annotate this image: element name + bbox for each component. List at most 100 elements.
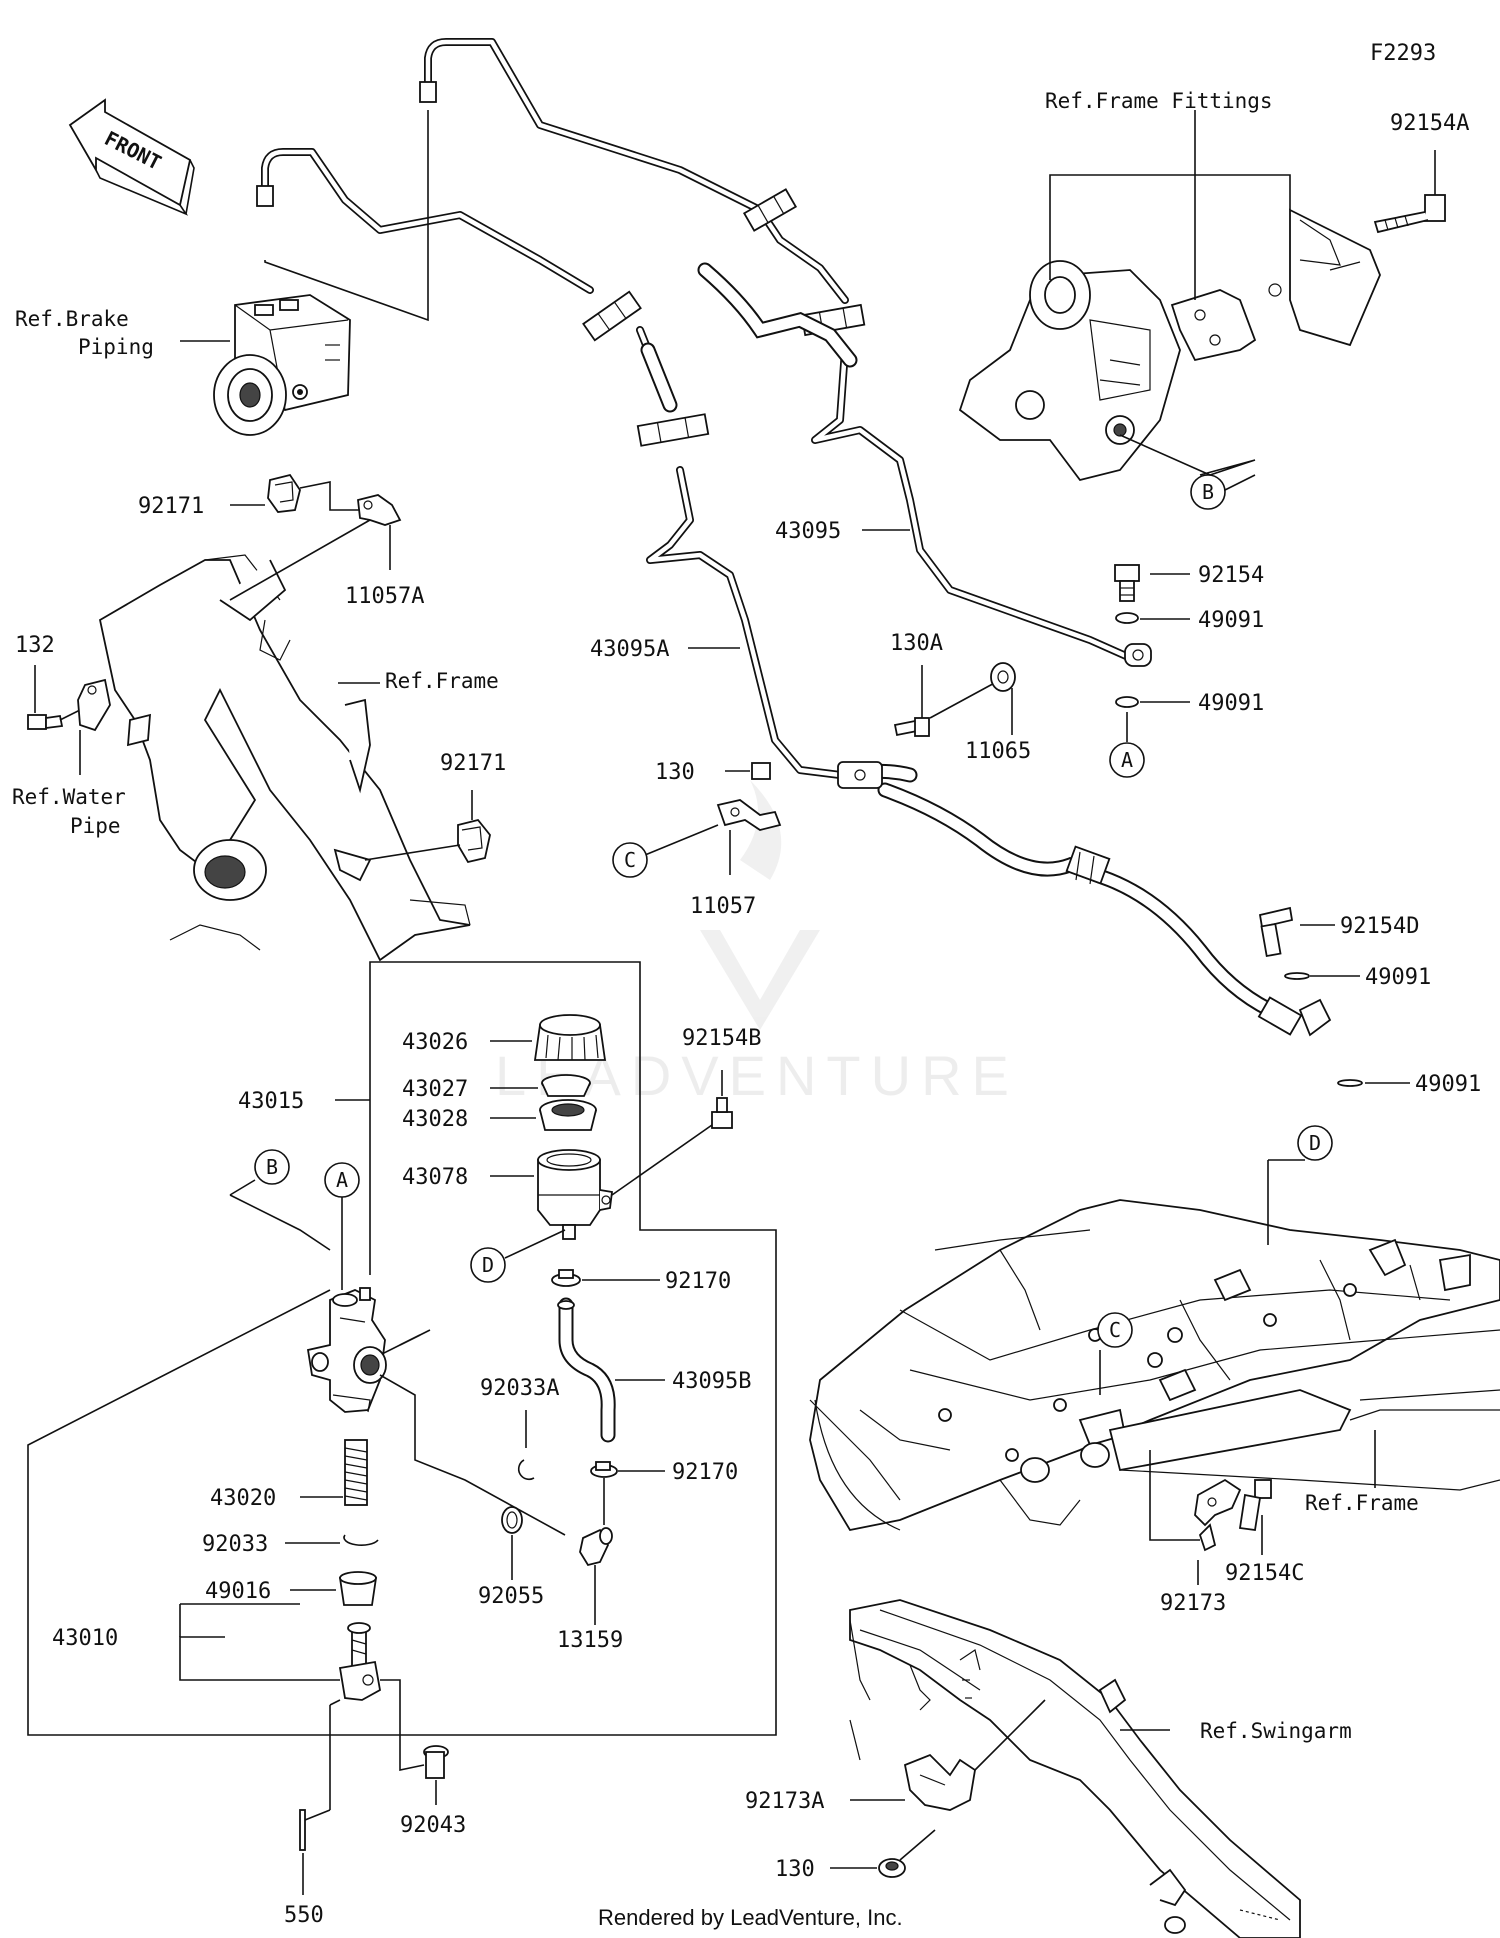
- hose-43095B: [557, 1297, 665, 1443]
- svg-text:D: D: [482, 1253, 494, 1277]
- bolt-92154D: [1258, 906, 1335, 958]
- clip-92171-top: [230, 473, 301, 513]
- label-92154D: 92154D: [1340, 914, 1419, 939]
- callout-A-upper: A: [1109, 742, 1145, 778]
- bolt-92154: [1114, 564, 1140, 602]
- frame-fittings-assembly: [958, 208, 1381, 482]
- washer-49091-d: [1337, 1079, 1363, 1087]
- bolt-130-top: [725, 762, 771, 780]
- label-92154: 92154: [1198, 563, 1264, 588]
- washer-49091-c: [1284, 972, 1310, 980]
- label-43078: 43078: [402, 1165, 468, 1190]
- abs-leader: [264, 110, 429, 322]
- label-43026: 43026: [402, 1030, 468, 1055]
- reservoir-43078: [490, 1149, 614, 1240]
- label-92173A: 92173A: [745, 1789, 824, 1814]
- svg-text:B: B: [266, 1155, 278, 1179]
- washer-49091-a: [1115, 612, 1139, 624]
- cap-43026: [490, 1014, 607, 1061]
- pin-92043: [380, 1679, 449, 1805]
- bolt-130-bottom: [830, 1829, 936, 1878]
- frame-upper-left: [98, 554, 471, 962]
- ref-water-pipe-label-1: Ref.Water: [12, 785, 126, 809]
- svg-text:C: C: [1109, 1318, 1121, 1342]
- label-43020: 43020: [210, 1486, 276, 1511]
- bracket-11057: [644, 799, 782, 875]
- frame-lower-right: [809, 1199, 1500, 1532]
- banjo-fitting-upper: [1124, 643, 1152, 667]
- plate-43027: [490, 1074, 591, 1097]
- label-130-bottom: 130: [775, 1857, 815, 1882]
- bolt-130A: [893, 665, 1001, 737]
- label-11057A: 11057A: [345, 584, 424, 609]
- label-43010: 43010: [52, 1626, 118, 1651]
- ref-frame-upper-label: Ref.Frame: [385, 669, 499, 693]
- ref-water-pipe-label-2: Pipe: [70, 814, 121, 838]
- callout-C-upper: C: [612, 842, 648, 878]
- label-11057: 11057: [690, 894, 756, 919]
- label-49091-b: 49091: [1198, 691, 1264, 716]
- clamp-92170-a: [551, 1269, 660, 1287]
- label-92154B: 92154B: [682, 1026, 761, 1051]
- spring-43020: [300, 1439, 368, 1506]
- svg-text:A: A: [1121, 748, 1133, 772]
- svg-text:B: B: [1202, 480, 1214, 504]
- label-92154A: 92154A: [1390, 111, 1469, 136]
- ref-frame-lower-label: Ref.Frame: [1305, 1491, 1419, 1515]
- swingarm: [849, 1599, 1301, 1938]
- label-132: 132: [15, 633, 55, 658]
- label-92173: 92173: [1160, 1591, 1226, 1616]
- lower-hose: [837, 761, 1332, 1037]
- circlip-92033A: [517, 1410, 535, 1481]
- group-outline: [27, 961, 777, 1736]
- label-11065: 11065: [965, 739, 1031, 764]
- svg-text:C: C: [624, 848, 636, 872]
- fitting-13159: [579, 1527, 613, 1625]
- clamp-92170-b: [590, 1461, 665, 1478]
- label-550: 550: [284, 1903, 324, 1928]
- label-92033: 92033: [202, 1532, 268, 1557]
- bracket-11057A: [229, 494, 402, 601]
- label-49091-c: 49091: [1365, 965, 1431, 990]
- diaphragm-43028: [490, 1099, 597, 1131]
- callout-B-lower: B: [254, 1149, 290, 1185]
- bolt-92154C: [1238, 1479, 1272, 1555]
- master-cylinder-body: [306, 1287, 387, 1413]
- oring-92055: [501, 1506, 523, 1580]
- label-92055: 92055: [478, 1584, 544, 1609]
- diagram-id: F2293: [1370, 41, 1436, 66]
- svg-text:D: D: [1309, 1131, 1321, 1155]
- label-130-top: 130: [655, 760, 695, 785]
- label-43028: 43028: [402, 1107, 468, 1132]
- circlip-92033: [285, 1534, 379, 1546]
- ref-swingarm-label: Ref.Swingarm: [1200, 1719, 1352, 1743]
- label-43027: 43027: [402, 1077, 468, 1102]
- ref-brake-piping-label-1: Ref.Brake: [15, 307, 129, 331]
- label-49091-d: 49091: [1415, 1072, 1481, 1097]
- label-13159: 13159: [557, 1628, 623, 1653]
- water-pipe-bracket: [77, 678, 111, 775]
- cotter-pin-550: [299, 1699, 341, 1895]
- ref-frame-fittings-label: Ref.Frame Fittings: [1045, 89, 1273, 113]
- grommet-11065: [990, 662, 1016, 735]
- svg-text:A: A: [336, 1168, 348, 1192]
- label-49016: 49016: [205, 1579, 271, 1604]
- ref-brake-piping-label-2: Piping: [78, 335, 154, 359]
- label-92170-a: 92170: [665, 1269, 731, 1294]
- clamp-92173: [1194, 1478, 1242, 1552]
- abs-unit: [213, 294, 351, 436]
- label-130A: 130A: [890, 631, 943, 656]
- footer-credit: Rendered by LeadVenture, Inc.: [598, 1905, 903, 1930]
- label-92170-b: 92170: [672, 1460, 738, 1485]
- callout-D-lower: D: [470, 1247, 506, 1283]
- clamp-92173A: [850, 1699, 1046, 1811]
- boot-49016: [290, 1571, 378, 1606]
- callout-C-lower: C: [1097, 1312, 1133, 1348]
- label-43095: 43095: [775, 519, 841, 544]
- label-43095A: 43095A: [590, 637, 669, 662]
- callout-A-lower: A: [324, 1162, 360, 1198]
- callout-D-upper: D: [1297, 1125, 1333, 1161]
- callout-B-upper: B: [1190, 474, 1226, 510]
